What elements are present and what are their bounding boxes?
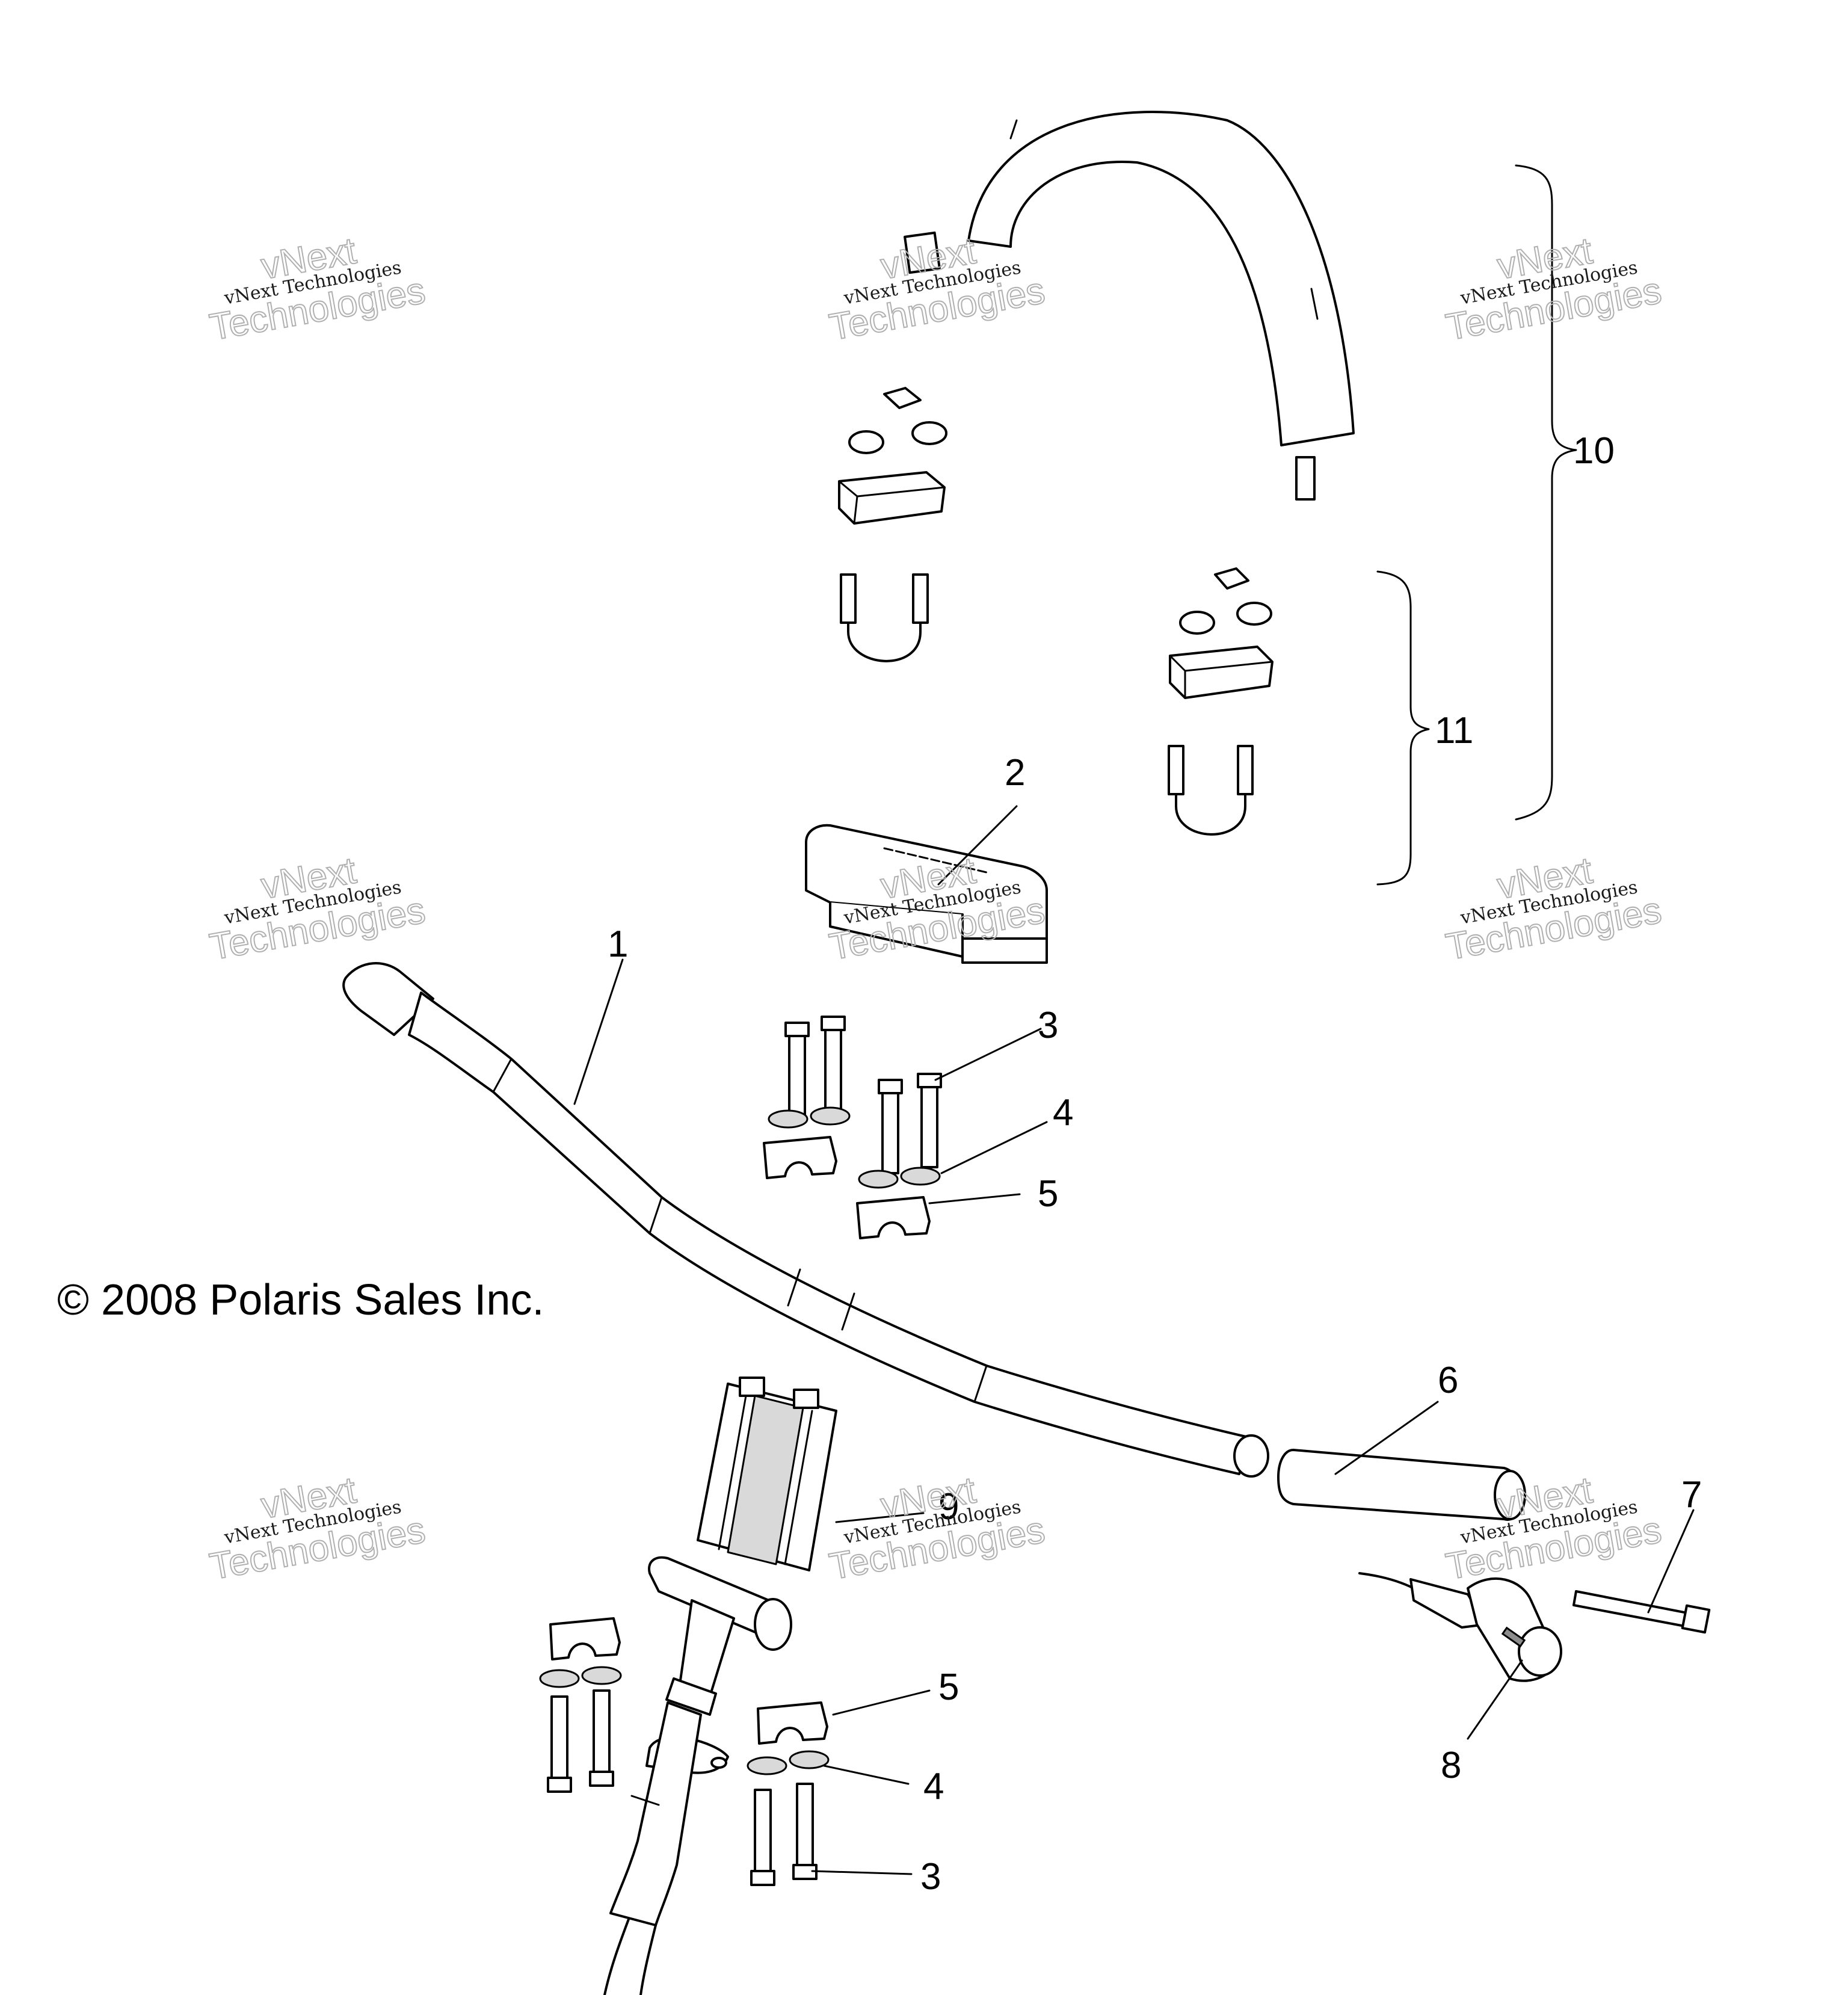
arc-bar-pad bbox=[904, 111, 1355, 501]
throttle-housing bbox=[1358, 1572, 1562, 1682]
watermark-6: vNext vNext Technologies Technologies bbox=[1443, 849, 1665, 969]
bracket-11 bbox=[1376, 570, 1430, 886]
watermark-7: vNext vNext Technologies Technologies bbox=[206, 1469, 429, 1588]
callout-labels: 1 2 3 4 5 6 7 8 9 5 4 3 10 11 bbox=[608, 430, 1702, 1898]
steering-post bbox=[603, 1556, 792, 1995]
callout-6: 6 bbox=[1438, 1360, 1458, 1401]
callout-9: 9 bbox=[938, 1486, 959, 1528]
callout-1: 1 bbox=[608, 923, 628, 965]
handlebar bbox=[342, 962, 1269, 1478]
watermark-2: vNext vNext Technologies Technologies bbox=[826, 229, 1049, 349]
pin bbox=[1572, 1590, 1711, 1634]
callout-2: 2 bbox=[1005, 752, 1025, 794]
callout-3-lower: 3 bbox=[920, 1856, 941, 1898]
watermark-4: vNext vNext Technologies Technologies bbox=[206, 849, 429, 969]
callout-10: 10 bbox=[1573, 430, 1615, 472]
crossbar-pad bbox=[805, 824, 1048, 964]
clamp-set-lower bbox=[1168, 567, 1274, 836]
bracket-10 bbox=[1515, 164, 1577, 821]
grip bbox=[1277, 1449, 1526, 1521]
riser-clamp bbox=[697, 1377, 837, 1571]
callout-4-upper: 4 bbox=[1053, 1092, 1073, 1133]
leader-lines bbox=[573, 805, 1695, 1875]
bolt-set-lower bbox=[539, 1617, 830, 1886]
callout-11: 11 bbox=[1435, 710, 1473, 751]
watermark-8: vNext vNext Technologies Technologies bbox=[826, 1469, 1049, 1588]
copyright-notice: © 2008 Polaris Sales Inc. bbox=[57, 1276, 544, 1324]
callout-5-upper: 5 bbox=[1038, 1173, 1058, 1215]
watermark-3: vNext vNext Technologies Technologies bbox=[1443, 229, 1665, 349]
callout-4-lower: 4 bbox=[923, 1766, 944, 1807]
callout-8: 8 bbox=[1441, 1745, 1461, 1786]
callout-3-upper: 3 bbox=[1038, 1005, 1058, 1046]
bolt-set-upper bbox=[763, 1016, 942, 1239]
watermark-1: vNext vNext Technologies Technologies bbox=[206, 229, 429, 349]
callout-7: 7 bbox=[1681, 1474, 1702, 1516]
clamp-set-upper bbox=[838, 387, 947, 662]
callout-5-lower: 5 bbox=[938, 1667, 959, 1708]
